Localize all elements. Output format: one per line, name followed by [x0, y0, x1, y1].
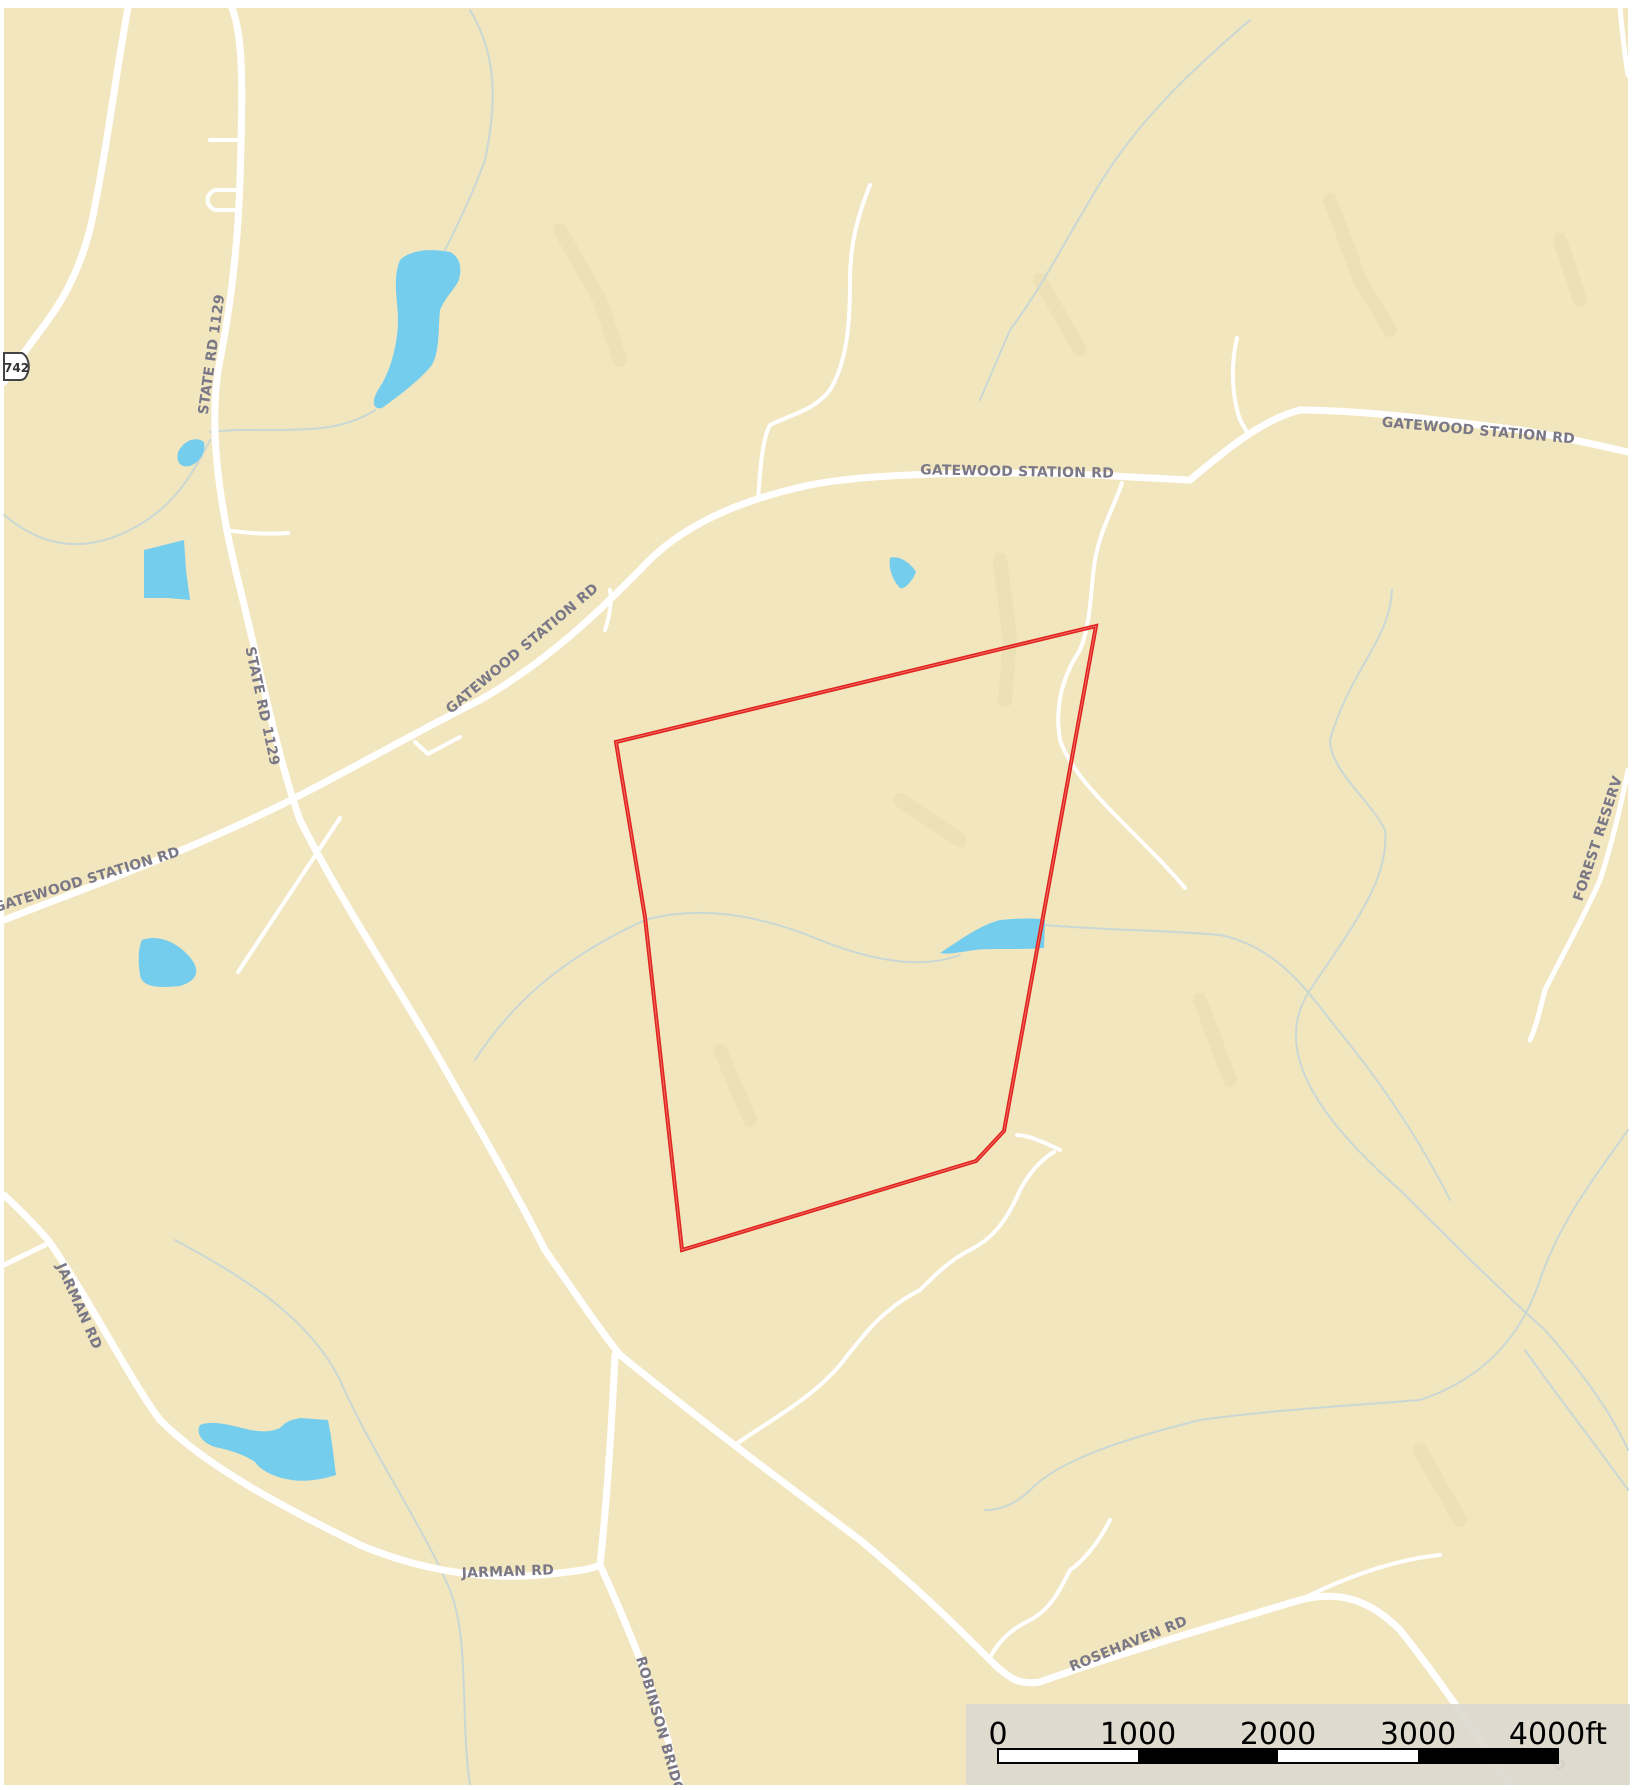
route-shield: 742: [3, 352, 30, 381]
pond-west: [138, 937, 197, 987]
pond-small-nw: [177, 439, 205, 467]
streams: [3, 9, 1629, 1786]
pond-north: [373, 250, 461, 409]
water-bodies: [138, 250, 1045, 1481]
scale-tick-2000: 2000: [1240, 1717, 1316, 1752]
scale-bar: 0 1000 2000 3000 4000ft: [966, 1704, 1630, 1785]
scale-bar-background: [966, 1704, 1630, 1785]
roads: [0, 4, 1632, 1789]
pond-parcel: [940, 918, 1045, 954]
terrain-shading: [553, 193, 1587, 1527]
pond-small-center: [889, 557, 916, 589]
parcel-boundary-highlight: [615, 625, 1097, 1251]
pond-square: [144, 540, 190, 600]
scale-tick-0: 0: [988, 1717, 1007, 1752]
pond-southwest: [198, 1418, 336, 1481]
scale-tick-1000: 1000: [1100, 1717, 1176, 1752]
label-gatewood-station-rd-center: GATEWOOD STATION RD: [920, 462, 1114, 481]
label-jarman-rd-south: JARMAN RD: [460, 1562, 554, 1581]
scale-bar-segment-2: [1138, 1749, 1278, 1763]
route-shield-label: 742: [4, 361, 29, 375]
land-background: [4, 8, 1628, 1785]
scale-tick-4000ft: 4000ft: [1509, 1717, 1607, 1752]
scale-bar-segment-4: [1418, 1749, 1558, 1763]
scale-tick-3000: 3000: [1380, 1717, 1456, 1752]
